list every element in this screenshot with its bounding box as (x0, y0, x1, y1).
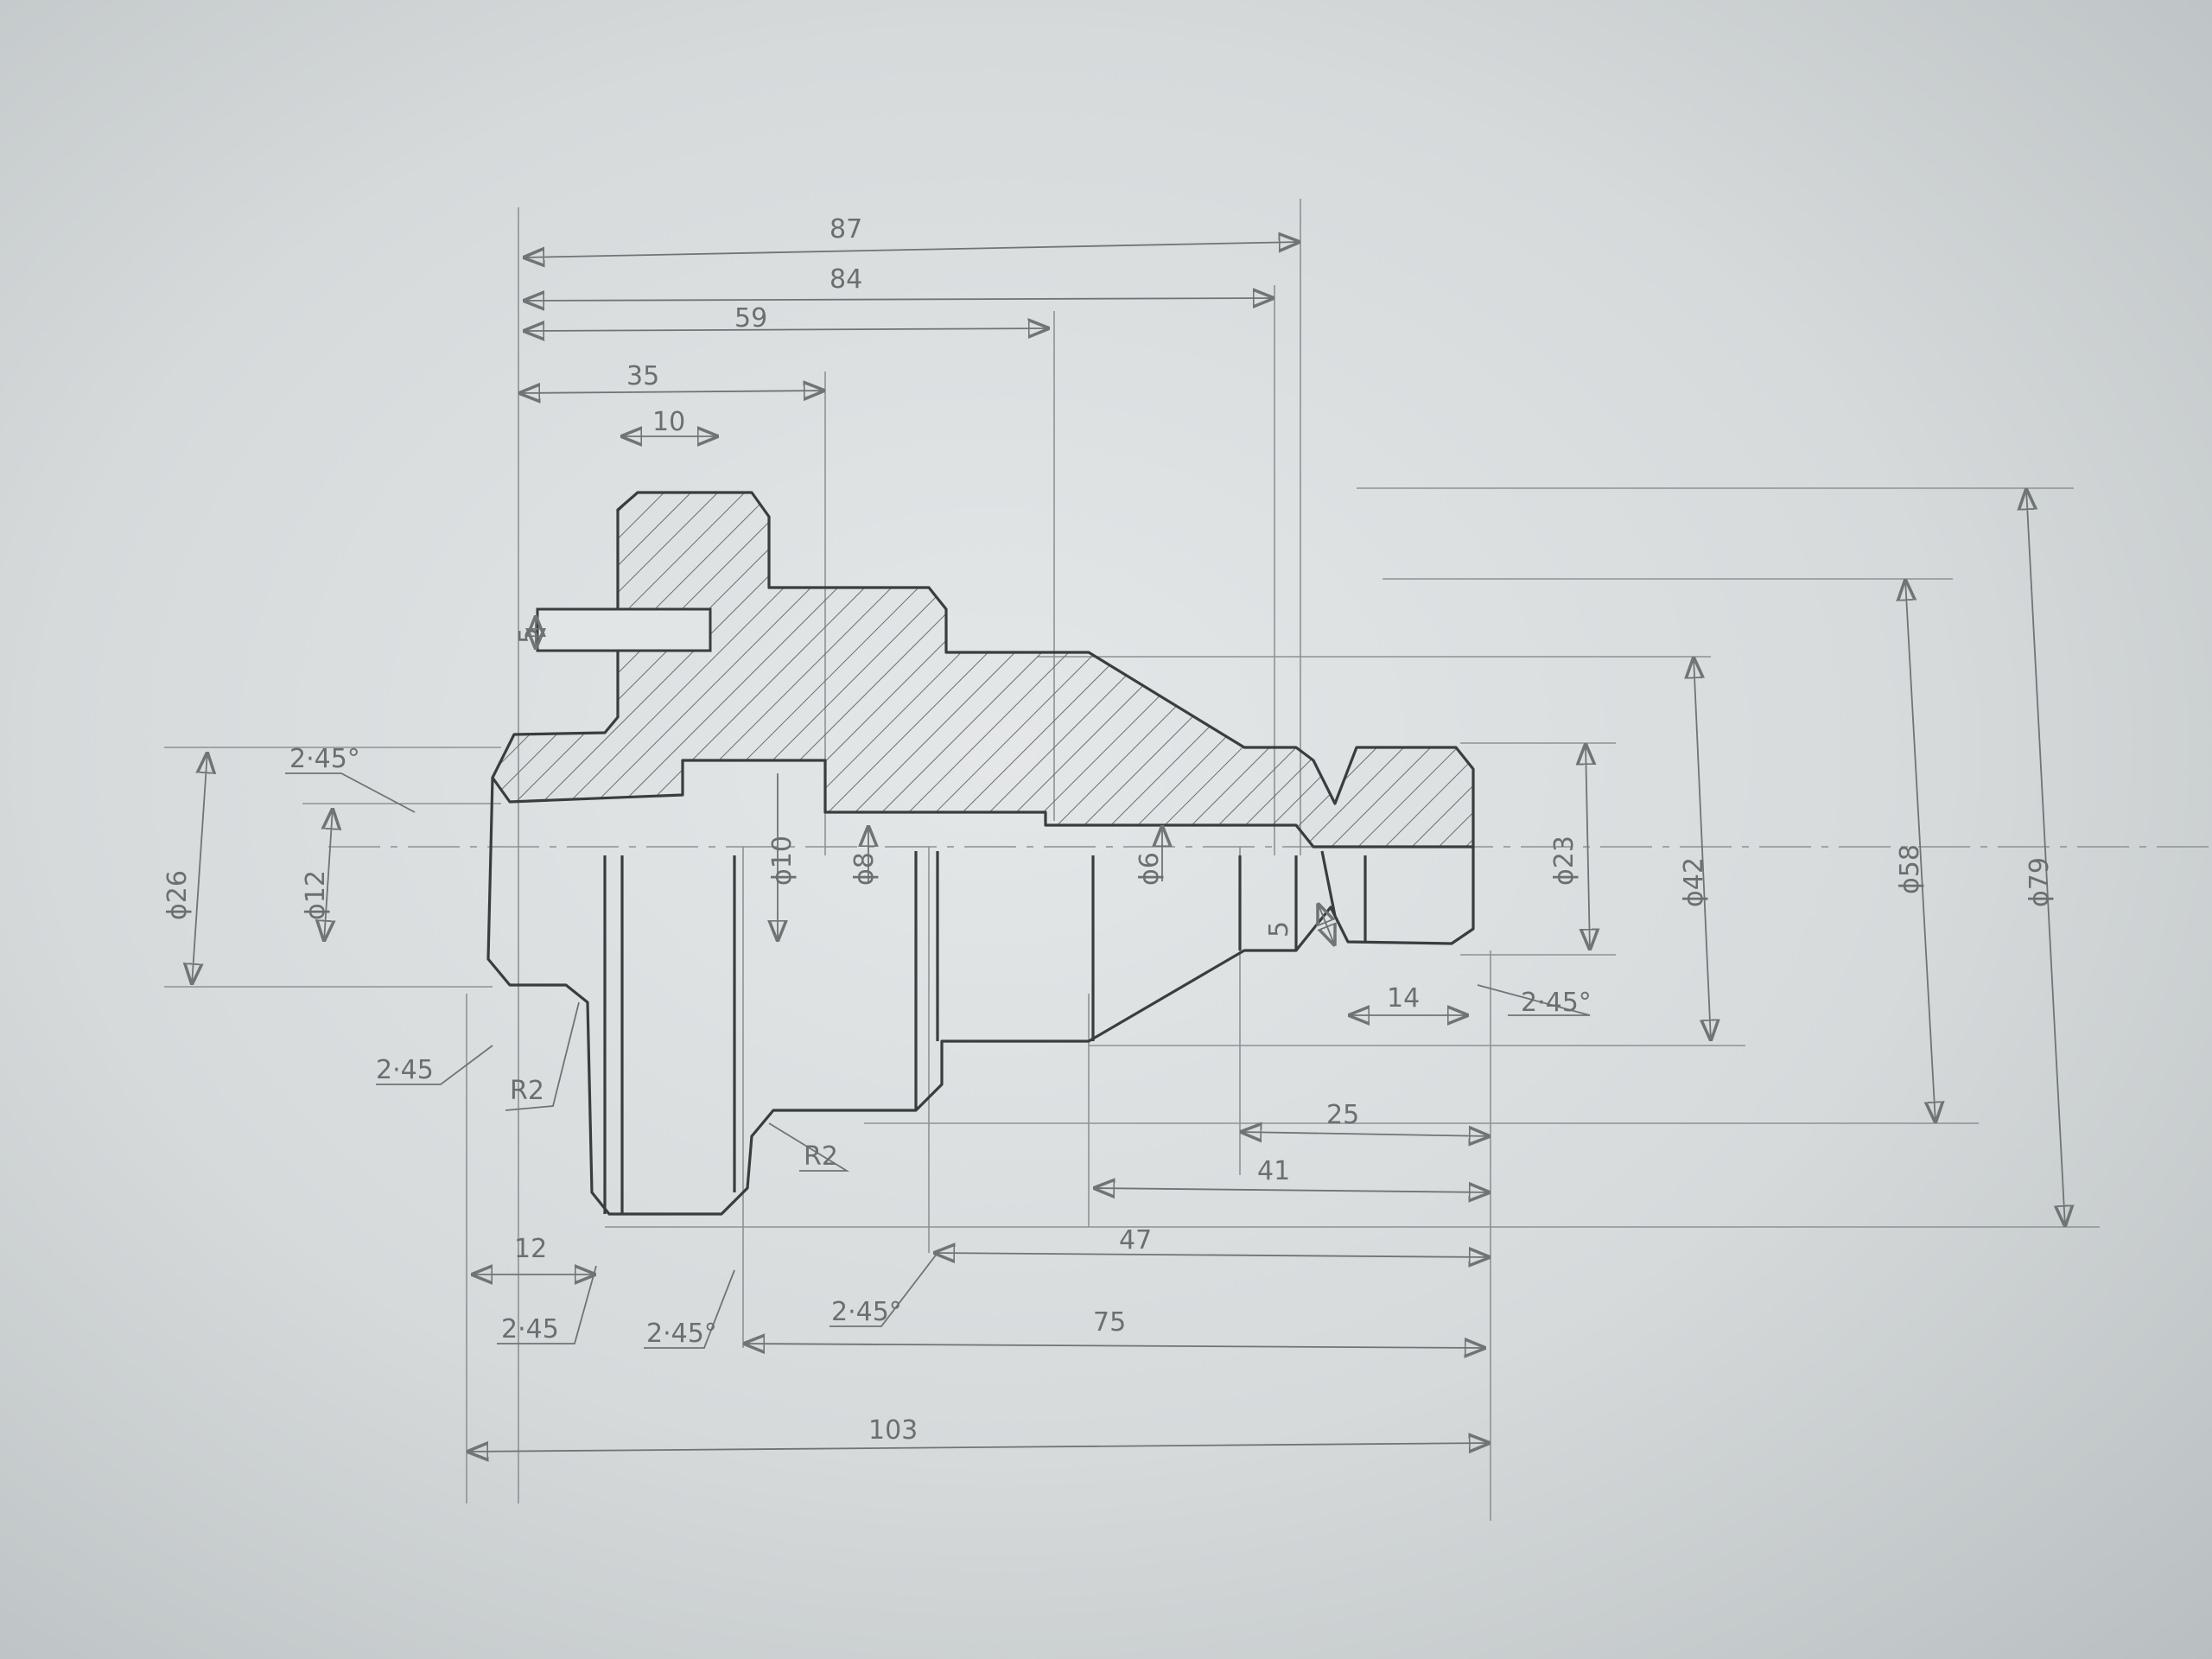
dim-84: 84 (830, 264, 862, 295)
section-hatch (491, 491, 1475, 849)
dim-dia58: ϕ58 (1895, 844, 1925, 894)
dim-5b: 5 (1264, 921, 1294, 938)
lower-outline (486, 777, 1475, 1216)
dim-dia79: ϕ79 (2024, 857, 2055, 907)
dim-10: 10 (652, 407, 685, 437)
dim-41: 41 (1257, 1156, 1290, 1186)
dim-dia8: ϕ8 (849, 852, 880, 886)
dim-chamfer-1: 2·45° (289, 744, 360, 774)
dim-r2-a: R2 (510, 1076, 544, 1106)
dim-dia42: ϕ42 (1679, 857, 1709, 907)
dim-25: 25 (1326, 1100, 1359, 1130)
dim-dia6: ϕ6 (1135, 852, 1165, 886)
dim-dia23: ϕ23 (1549, 836, 1580, 886)
dim-chamfer-2: 2·45° (1521, 988, 1592, 1018)
dim-chamfer-6: 2·45° (831, 1297, 902, 1327)
dim-35: 35 (626, 361, 659, 391)
dim-dia10: ϕ10 (767, 836, 798, 886)
keyway-slot (536, 607, 712, 652)
dim-59: 59 (734, 303, 767, 334)
dim-dia12: ϕ12 (301, 870, 331, 920)
dimension-labels: 87 84 59 35 10 5 ϕ26 ϕ12 2·45° ϕ10 ϕ8 ϕ6… (162, 214, 2055, 1446)
dim-14: 14 (1387, 983, 1420, 1014)
dimension-lines (192, 242, 2065, 1452)
dim-chamfer-3: 2·45 (376, 1055, 434, 1085)
dim-r2-b: R2 (804, 1141, 838, 1172)
dim-12: 12 (514, 1234, 547, 1264)
dim-75: 75 (1093, 1307, 1126, 1338)
dim-dia26: ϕ26 (162, 870, 193, 920)
dim-87: 87 (830, 214, 862, 245)
dim-chamfer-5: 2·45° (646, 1319, 717, 1349)
dim-chamfer-4: 2·45 (501, 1314, 559, 1344)
dim-5a: 5 (514, 627, 544, 644)
dim-47: 47 (1119, 1225, 1152, 1255)
dim-103: 103 (868, 1415, 918, 1446)
